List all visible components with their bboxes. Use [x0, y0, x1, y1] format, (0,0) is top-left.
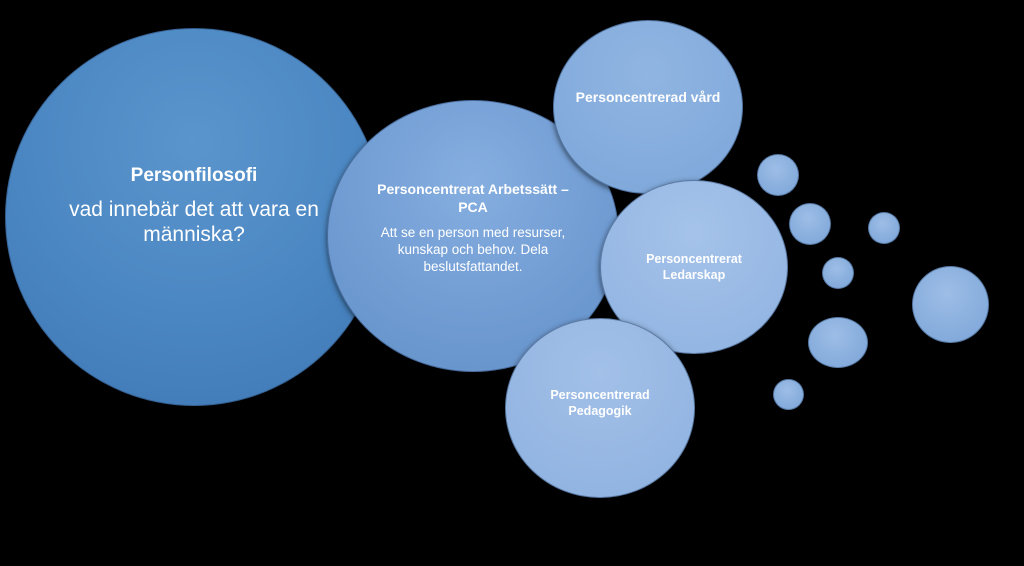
decorative-dot: [789, 203, 831, 245]
vard-title: Personcentrerad vård: [575, 89, 721, 105]
personfilosofi-title: Personfilosofi: [130, 165, 258, 186]
vard-bubble: Personcentrerad vård: [553, 20, 743, 194]
personfilosofi-bubble: Personfilosofi vad innebär det att vara …: [5, 28, 383, 406]
pca-title: Personcentrerat Arbetssätt – PCA: [377, 180, 569, 215]
pedagogik-bubble: Personcentrerad Pedagogik: [505, 318, 695, 498]
decorative-dot: [822, 257, 854, 289]
pedagogik-title: Personcentrerad Pedagogik: [550, 388, 650, 418]
decorative-dot: [912, 266, 989, 343]
decorative-dot: [773, 379, 804, 410]
decorative-dot: [868, 212, 900, 244]
decorative-dot: [757, 154, 799, 196]
pca-description: Att se en person med resurser, kunskap o…: [380, 224, 566, 274]
ledarskap-title: Personcentrerat Ledarskap: [646, 252, 742, 282]
decorative-dot: [808, 317, 868, 368]
personfilosofi-question: vad innebär det att vara en människa?: [69, 198, 319, 246]
